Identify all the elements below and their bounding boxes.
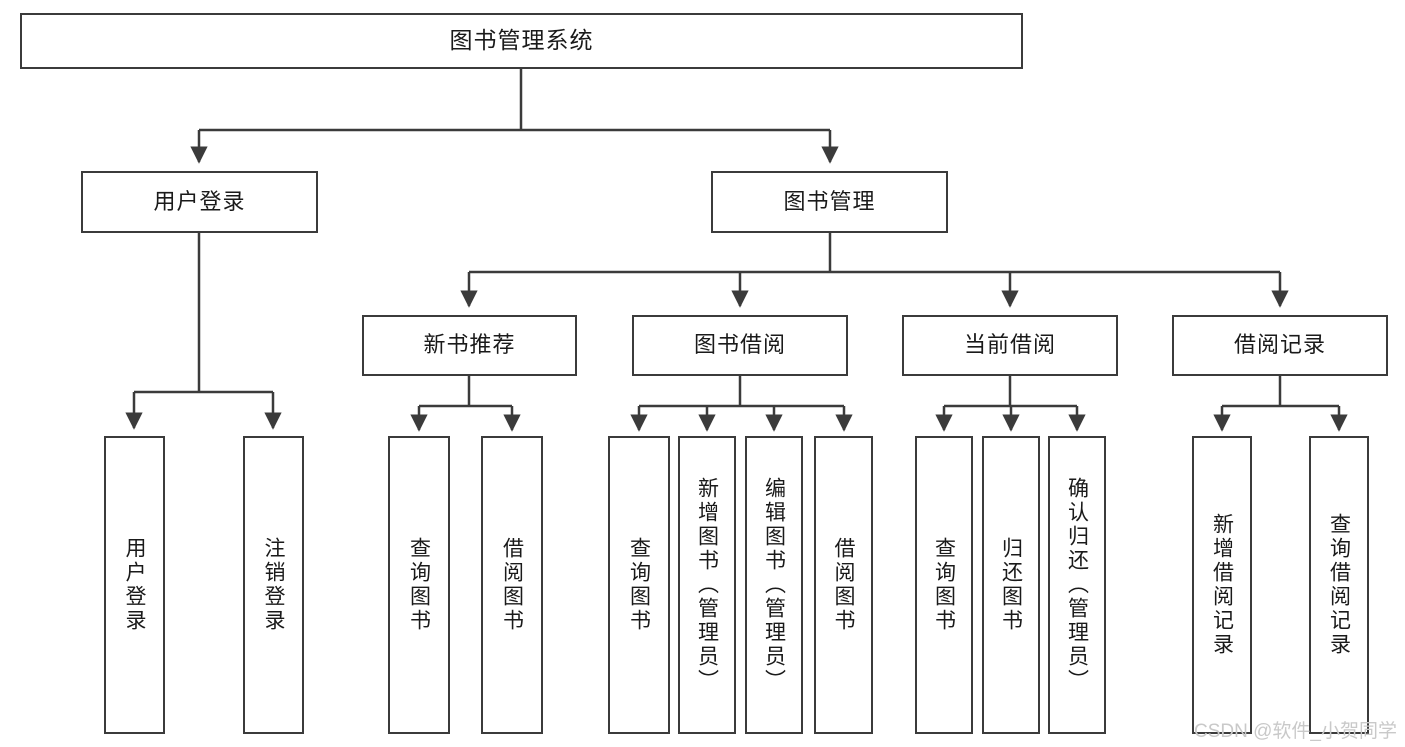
node-new-book-recommend[interactable]: 新书推荐 bbox=[362, 315, 577, 376]
node-root[interactable]: 图书管理系统 bbox=[20, 13, 1023, 69]
csdn-watermark: CSDN @软件_小贺同学 bbox=[1194, 721, 1397, 742]
node-borrow-record-label: 借阅记录 bbox=[1233, 332, 1326, 358]
node-leaf-add-book-label: 新增图书（管理员） bbox=[695, 477, 719, 693]
node-leaf-edit-book-label: 编辑图书（管理员） bbox=[762, 477, 786, 693]
node-leaf-borrow-book-2-label: 借阅图书 bbox=[832, 537, 855, 633]
node-borrow-record[interactable]: 借阅记录 bbox=[1172, 315, 1388, 376]
node-leaf-query-book-2-label: 查询图书 bbox=[627, 537, 651, 633]
node-leaf-query-record-label: 查询借阅记录 bbox=[1327, 513, 1351, 657]
node-leaf-borrow-book-1-label: 借阅图书 bbox=[500, 537, 524, 633]
node-leaf-query-book-3-label: 查询图书 bbox=[932, 537, 956, 633]
node-book-manage-label: 图书管理 bbox=[783, 188, 876, 214]
node-leaf-add-record-label: 新增借阅记录 bbox=[1210, 513, 1234, 657]
node-leaf-query-book-1-label: 查询图书 bbox=[407, 537, 431, 633]
node-leaf-query-book-3[interactable]: 查询图书 bbox=[915, 436, 973, 734]
node-book-manage[interactable]: 图书管理 bbox=[711, 171, 948, 233]
node-leaf-return-book-label: 归还图书 bbox=[999, 537, 1023, 633]
node-leaf-confirm-return-label: 确认归还（管理员） bbox=[1065, 477, 1089, 693]
node-leaf-add-record[interactable]: 新增借阅记录 bbox=[1192, 436, 1252, 734]
node-leaf-add-book[interactable]: 新增图书（管理员） bbox=[678, 436, 736, 734]
node-user-login-label: 用户登录 bbox=[153, 188, 246, 214]
node-leaf-edit-book[interactable]: 编辑图书（管理员） bbox=[745, 436, 803, 734]
node-current-borrow[interactable]: 当前借阅 bbox=[902, 315, 1118, 376]
node-leaf-logout-login[interactable]: 注销登录 bbox=[243, 436, 304, 734]
node-leaf-logout-login-label: 注销登录 bbox=[262, 537, 285, 633]
node-leaf-user-login-label: 用户登录 bbox=[123, 537, 146, 633]
node-book-borrow[interactable]: 图书借阅 bbox=[632, 315, 848, 376]
node-leaf-confirm-return[interactable]: 确认归还（管理员） bbox=[1048, 436, 1106, 734]
node-leaf-borrow-book-2[interactable]: 借阅图书 bbox=[814, 436, 873, 734]
node-new-book-recommend-label: 新书推荐 bbox=[423, 332, 516, 358]
node-leaf-borrow-book-1[interactable]: 借阅图书 bbox=[481, 436, 543, 734]
node-book-borrow-label: 图书借阅 bbox=[693, 332, 786, 358]
node-leaf-query-book-1[interactable]: 查询图书 bbox=[388, 436, 450, 734]
node-leaf-user-login[interactable]: 用户登录 bbox=[104, 436, 165, 734]
node-leaf-query-book-2[interactable]: 查询图书 bbox=[608, 436, 670, 734]
node-leaf-query-record[interactable]: 查询借阅记录 bbox=[1309, 436, 1369, 734]
node-user-login[interactable]: 用户登录 bbox=[81, 171, 318, 233]
node-root-label: 图书管理系统 bbox=[449, 27, 594, 54]
node-current-borrow-label: 当前借阅 bbox=[963, 332, 1056, 358]
node-leaf-return-book[interactable]: 归还图书 bbox=[982, 436, 1040, 734]
